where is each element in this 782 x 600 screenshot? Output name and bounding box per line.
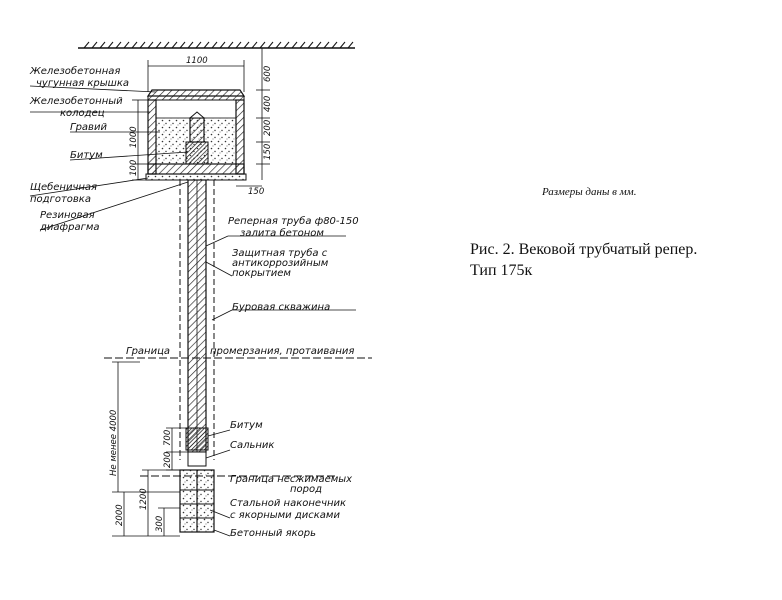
dim-2000: 2000 xyxy=(115,504,125,526)
label-rubber-1: Резиновая xyxy=(40,210,95,221)
dim-150-side: 150 xyxy=(263,144,273,160)
label-pipe-2: залита бетоном xyxy=(240,227,324,239)
label-rubber-2: диафрагма xyxy=(39,222,100,233)
dim-300: 300 xyxy=(155,516,165,532)
dim-1000: 1000 xyxy=(129,126,139,148)
label-borehole: Буровая скважина xyxy=(232,302,330,313)
dim-100: 100 xyxy=(129,160,139,176)
label-nonheave-2: пород xyxy=(290,484,322,495)
labels: Железобетонная чугунная крышка Железобет… xyxy=(29,65,359,539)
dim-1100: 1100 xyxy=(186,56,208,66)
ground-surface xyxy=(78,41,355,49)
label-protective-2: антикоррозийным xyxy=(232,258,329,269)
label-gland: Сальник xyxy=(230,440,274,451)
dim-700: 700 xyxy=(163,430,173,446)
figure-caption-line1: Рис. 2. Вековой трубчатый репер. xyxy=(470,241,698,258)
label-bitumen-bottom: Битум xyxy=(230,420,263,431)
leader-lines xyxy=(29,85,356,537)
label-well-1: Железобетонный xyxy=(29,95,123,107)
label-bitumen-top: Битум xyxy=(70,150,103,161)
dim-1200: 1200 xyxy=(139,488,149,510)
label-well-2: колодец xyxy=(60,108,105,119)
label-protective-3: покрытием xyxy=(232,268,291,279)
dim-400: 400 xyxy=(263,96,273,112)
label-boundary-b: промерзания, протаивания xyxy=(210,346,354,357)
dimension-labels: 1100 600 400 200 150 1000 100 150 Не мен… xyxy=(109,56,273,532)
label-anchor: Бетонный якорь xyxy=(230,528,316,539)
label-nonheave-1: Граница несжимаемых xyxy=(230,474,352,485)
dimension-lines xyxy=(112,47,270,537)
figure-caption-line2: Тип 175к xyxy=(470,262,533,279)
borehole xyxy=(179,179,215,467)
label-cover-1: Железобетонная xyxy=(29,65,120,77)
label-rubble-2: подготовка xyxy=(30,194,91,205)
boundary-lines xyxy=(104,357,372,477)
label-pipe-1: Реперная труба ф80-150 xyxy=(228,215,359,227)
label-cover-2: чугунная крышка xyxy=(36,78,129,89)
label-tip-2: с якорными дисками xyxy=(230,510,340,521)
label-gravel: Гравий xyxy=(70,122,107,133)
dim-150-bottom: 150 xyxy=(248,187,264,197)
dim-200: 200 xyxy=(263,120,273,136)
concrete-well xyxy=(145,89,247,181)
dim-4000: Не менее 4000 xyxy=(109,410,119,476)
dim-200-low: 200 xyxy=(163,452,173,468)
label-rubble-1: Щебеничная xyxy=(30,181,97,193)
anchor xyxy=(179,469,215,533)
dim-600: 600 xyxy=(263,66,273,82)
label-tip-1: Стальной наконечник xyxy=(230,498,346,509)
label-boundary-a: Граница xyxy=(126,346,170,357)
label-protective-1: Защитная труба с xyxy=(232,247,328,259)
units-note: Размеры даны в мм. xyxy=(542,186,637,198)
